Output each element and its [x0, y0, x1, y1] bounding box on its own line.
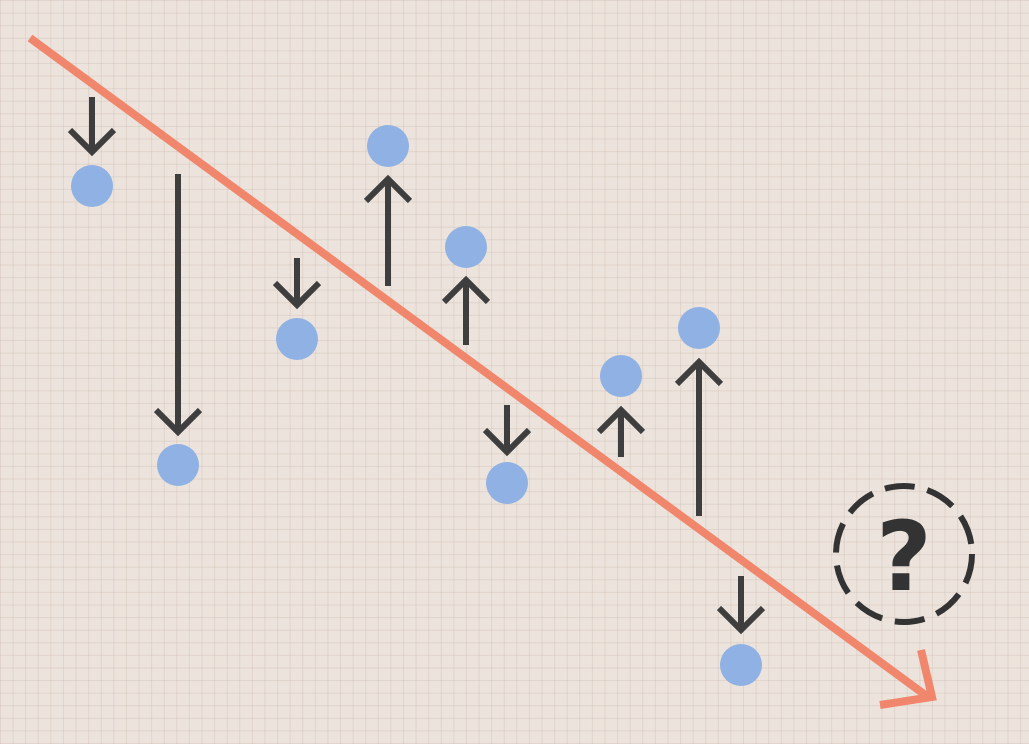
residual-arrow-down: [153, 174, 203, 437]
residual-arrow-down: [482, 405, 532, 457]
residual-arrow-up: [674, 357, 724, 516]
residual-arrow-up: [363, 174, 413, 286]
unknown-prediction-badge: ?: [833, 483, 975, 625]
residual-arrow-down: [716, 576, 766, 635]
data-point: [157, 444, 199, 486]
residual-arrow-up: [441, 275, 491, 345]
trend-line: [27, 34, 937, 709]
residual-arrows: [67, 97, 766, 635]
residual-arrow-down: [67, 97, 117, 157]
data-point: [720, 644, 762, 686]
dashed-circle-icon: [833, 483, 975, 625]
residual-arrow-up: [596, 405, 646, 457]
data-point: [445, 226, 487, 268]
data-point: [678, 307, 720, 349]
residual-arrow-down: [272, 258, 322, 310]
data-point: [71, 165, 113, 207]
data-points: [71, 125, 762, 686]
question-mark-icon: ?: [876, 501, 932, 613]
data-point: [486, 462, 528, 504]
data-point: [276, 318, 318, 360]
data-point: [600, 355, 642, 397]
data-point: [367, 125, 409, 167]
